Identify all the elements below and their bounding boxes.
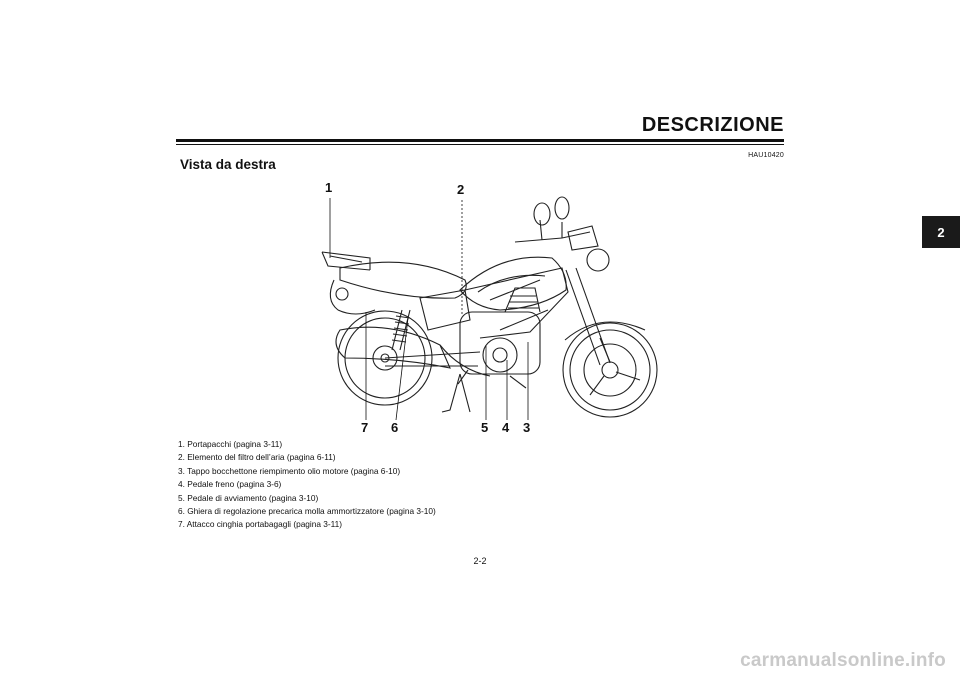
callout-line-6 — [395, 317, 409, 421]
legend-item: 6. Ghiera di regolazione precarica molla… — [178, 506, 436, 517]
section-title: Vista da destra — [180, 157, 276, 172]
parts-legend: 1. Portapacchi (pagina 3-11) 2. Elemento… — [178, 438, 436, 532]
callout-5: 5 — [481, 420, 489, 435]
legend-item: 3. Tappo bocchettone riempimento olio mo… — [178, 465, 401, 476]
callout-1: 1 — [325, 180, 333, 195]
chapter-tab: 2 — [922, 216, 960, 248]
header-rule — [176, 139, 784, 142]
callout-4: 4 — [502, 420, 510, 435]
callout-6: 6 — [391, 420, 399, 435]
callout-7: 7 — [361, 420, 369, 435]
chapter-title: DESCRIZIONE — [641, 114, 784, 136]
legend-item: 2. Elemento del filtro dell’aria (pagina… — [178, 452, 336, 463]
legend-item: 4. Pedale freno (pagina 3-6) — [178, 479, 282, 490]
header-rule-thin — [176, 144, 784, 145]
watermark: carmanualsonline.info — [740, 650, 946, 671]
callout-3: 3 — [523, 420, 531, 435]
legend-item: 1. Portapacchi (pagina 3-11) — [178, 439, 283, 449]
motorcycle-illustration — [321, 196, 658, 421]
legend-item: 7. Attacco cinghia portabagagli (pagina … — [178, 519, 343, 530]
legend-item: 5. Pedale di avviamento (pagina 3-10) — [178, 492, 319, 503]
page-number: 2-2 — [473, 556, 487, 566]
motorcycle-figure — [300, 180, 670, 440]
callout-2: 2 — [457, 182, 465, 197]
document-code: HAU10420 — [748, 152, 784, 159]
